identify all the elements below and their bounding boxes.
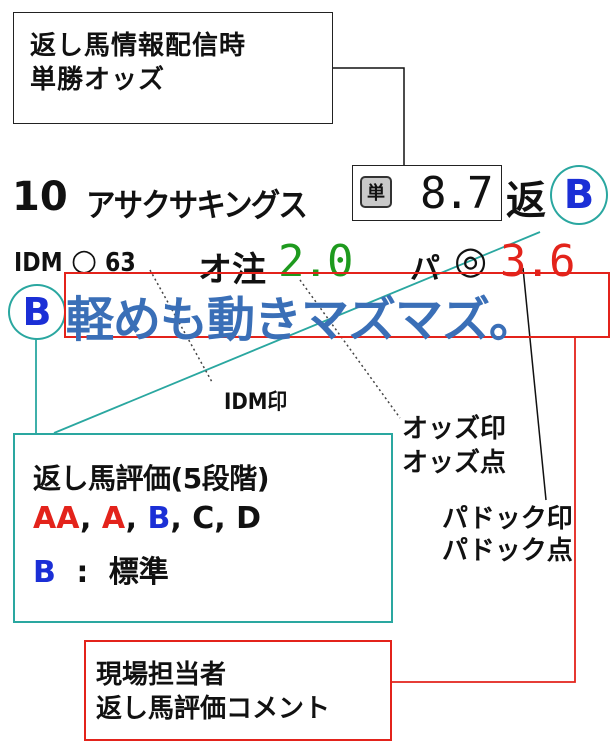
standard-key: B <box>33 555 56 590</box>
eval-badge: B <box>550 165 608 225</box>
odds-mark-label: オ注 <box>198 250 266 290</box>
paddock-point: 3.6 <box>500 236 575 287</box>
idm-prefix: IDM <box>14 248 63 278</box>
grade-sep-4: , <box>214 501 226 536</box>
grade-d: D <box>236 501 262 536</box>
eval-badge-letter: B <box>563 172 595 218</box>
comment-badge-letter: B <box>22 290 52 334</box>
grade-sep-3: , <box>170 501 182 536</box>
odds-mark-caption-2: オッズ点 <box>402 448 507 478</box>
paddock-label: パ <box>410 252 440 287</box>
standard-label: 標準 <box>108 555 169 590</box>
idm-mark-label: IDM印 <box>224 390 288 415</box>
tan-badge: 単 <box>360 176 392 208</box>
odds-callout-line1: 返し馬情報配信時 <box>30 31 247 61</box>
grade-aa: AA <box>33 501 80 536</box>
grade-c: C <box>192 501 215 536</box>
odds-callout-box: 返し馬情報配信時 単勝オッズ <box>13 12 333 124</box>
henshi-label: 返 <box>506 178 546 224</box>
paddock-mark: ◎ <box>454 238 488 282</box>
tan-badge-label: 単 <box>367 183 385 204</box>
eval-legend-box: 返し馬評価(5段階) AA, A, B, C, D B : 標準 <box>13 433 393 623</box>
paddock-mark-caption-1: パドック印 <box>442 504 573 534</box>
comment-callout-line1: 現場担当者 <box>96 660 227 690</box>
odds-connector <box>333 67 405 165</box>
comment-badge: B <box>8 284 66 340</box>
horse-name: アサクサキングス <box>86 186 308 224</box>
grade-sep-1: , <box>80 501 92 536</box>
odds-mark-caption-1: オッズ印 <box>402 414 507 444</box>
comment-callout-box: 現場担当者 返し馬評価コメント <box>84 640 392 741</box>
odds-callout-line2: 単勝オッズ <box>30 65 166 95</box>
paddock-mark-caption-2: パドック点 <box>442 536 573 566</box>
standard-sep: : <box>76 555 89 590</box>
grade-a: A <box>101 501 126 536</box>
comment-box-highlight <box>64 272 610 338</box>
odds-point: 2.0 <box>278 236 353 287</box>
horse-number: 10 <box>12 174 68 220</box>
grade-b: B <box>147 501 171 536</box>
win-odds: 8.7 <box>420 168 494 219</box>
comment-text: 軽めも動きマズマズ。 <box>66 292 537 348</box>
eval-grades: AA, A, B, C, D <box>33 501 261 536</box>
eval-legend-title: 返し馬評価(5段階) <box>33 462 270 495</box>
grade-sep-2: , <box>125 501 138 536</box>
comment-callout-line2: 返し馬評価コメント <box>96 694 331 724</box>
eval-standard: B : 標準 <box>33 547 169 591</box>
